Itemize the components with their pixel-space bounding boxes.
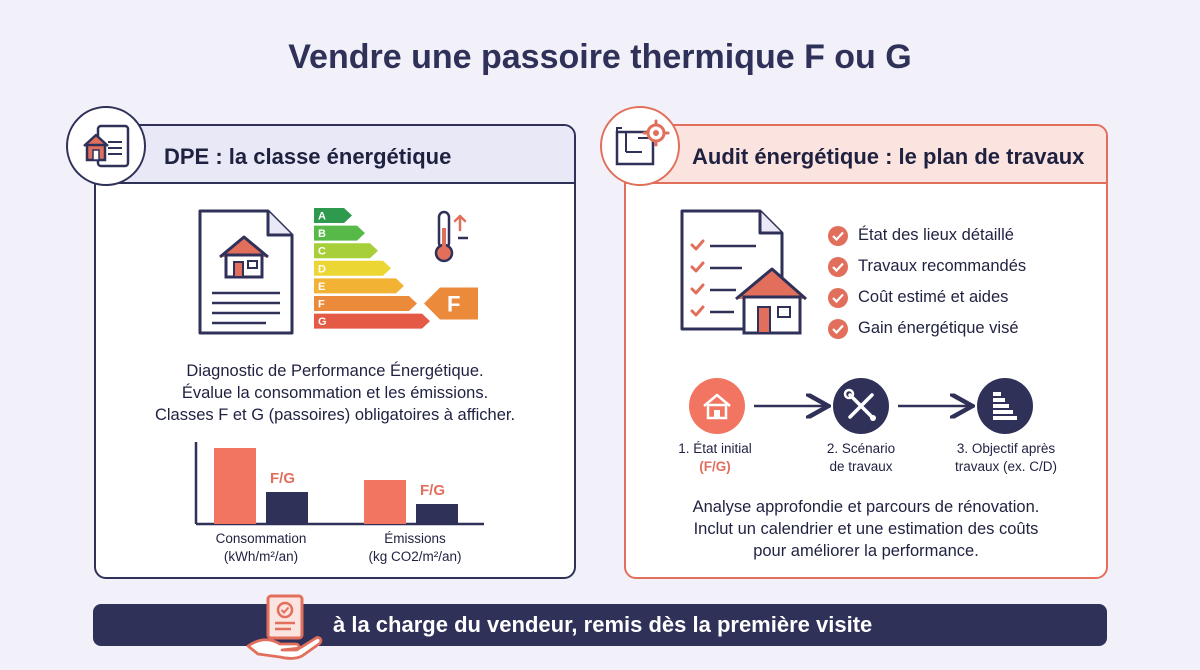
checklist-item: Coût estimé et aides <box>828 282 1026 313</box>
emissions-bar-reference <box>364 480 406 524</box>
energy-class-c-bar <box>314 243 378 259</box>
checklist-item: Travaux recommandés <box>828 251 1026 282</box>
bottom-banner: à la charge du vendeur, remis dès la pre… <box>93 604 1107 646</box>
energy-class-f-bar <box>314 296 417 311</box>
step-2-label: 2. Scénario de travaux <box>826 441 896 474</box>
emissions-label: Émissions (kg CO2/m²/an) <box>368 531 462 564</box>
dpe-card-header: DPE : la classe énergétique <box>96 126 574 184</box>
consommation-fg-label: F/G <box>270 470 295 487</box>
initial-state-house-icon <box>689 378 745 434</box>
check-icon <box>828 318 848 339</box>
hand-document-icon <box>246 594 323 660</box>
energy-class-a-bar <box>314 208 352 223</box>
emissions-bar-fg <box>416 504 458 524</box>
comparison-bars <box>194 442 484 526</box>
dpe-card-title: DPE : la classe énergétique <box>164 144 452 169</box>
blueprint-gear-icon <box>600 106 680 186</box>
dpe-description: Diagnostic de Performance Énergétique. É… <box>154 362 516 424</box>
energy-class-d-bar <box>314 260 391 276</box>
audit-document-icon <box>680 209 807 335</box>
dpe-card: DPE : la classe énergétique <box>94 124 576 579</box>
audit-checklist: État des lieux détaillé Travaux recomman… <box>828 220 1026 344</box>
dpe-document-icon <box>198 209 294 335</box>
checklist-item: Gain énergétique visé <box>828 313 1026 344</box>
energy-class-e-bar <box>314 278 404 294</box>
consommation-label: Consommation (kWh/m²/an) <box>215 531 307 564</box>
energy-class-c-label: C <box>318 246 326 258</box>
energy-class-e-label: E <box>318 281 325 293</box>
energy-class-b-label: B <box>318 228 326 240</box>
step-3-label: 3. Objectif après travaux (ex. C/D) <box>954 441 1058 474</box>
energy-class-g-label: G <box>318 316 327 328</box>
energy-target-icon <box>977 378 1033 434</box>
audit-card-header: Audit énergétique : le plan de travaux <box>626 126 1106 184</box>
check-icon <box>828 256 848 277</box>
checklist-item: État des lieux détaillé <box>828 220 1026 251</box>
house-document-icon <box>66 106 146 186</box>
thermometer-icon <box>434 210 468 263</box>
emissions-fg-label: F/G <box>420 482 445 499</box>
energy-class-d-label: D <box>318 263 326 275</box>
process-flow <box>689 378 1033 434</box>
energy-class-b-bar <box>314 225 365 241</box>
check-icon <box>828 287 848 308</box>
energy-class-a-label: A <box>318 211 326 223</box>
selected-class-letter: F <box>447 292 460 317</box>
selected-class-indicator <box>424 287 478 320</box>
audit-card-title: Audit énergétique : le plan de travaux <box>692 144 1085 169</box>
tools-icon <box>833 378 889 434</box>
consommation-bar-reference <box>214 448 256 524</box>
audit-description: Analyse approfondie et parcours de rénov… <box>692 498 1040 560</box>
check-icon <box>828 225 848 246</box>
consommation-bar-fg <box>266 492 308 524</box>
page-title: Vendre une passoire thermique F ou G <box>288 38 912 76</box>
energy-class-f-label: F <box>318 299 325 311</box>
energy-class-g-bar <box>314 313 430 329</box>
step-1-label: 1. État initial (F/G) <box>678 441 752 474</box>
audit-card: Audit énergétique : le plan de travaux <box>624 124 1108 579</box>
banner-text: à la charge du vendeur, remis dès la pre… <box>333 612 873 637</box>
